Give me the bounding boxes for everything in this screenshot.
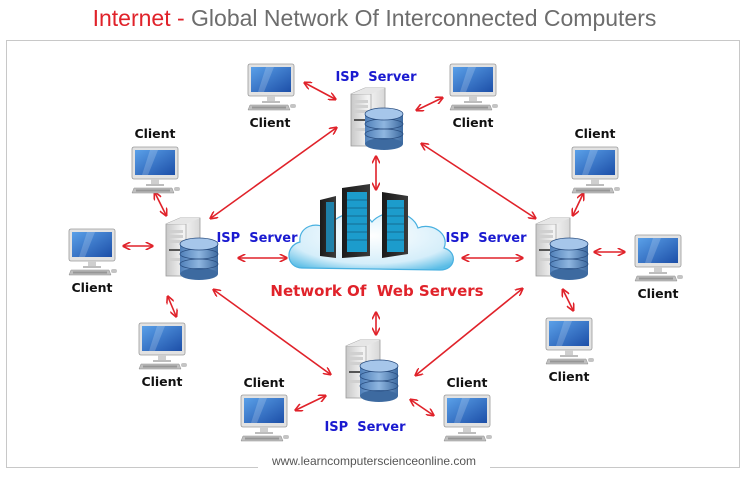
client-label: Client	[574, 126, 615, 141]
client-right-top-icon	[571, 146, 621, 194]
client-label: Client	[249, 115, 290, 130]
web-servers-cloud-icon	[288, 184, 454, 271]
arrow-left-isp-client-bottom	[168, 297, 176, 316]
arrow-right-isp-bottom-isp	[416, 289, 522, 375]
isp-label-bottom: ISP Server	[324, 420, 406, 435]
isp-server-top-icon	[350, 87, 404, 151]
client-left-left-icon	[68, 228, 118, 276]
isp-server-left-icon	[165, 217, 219, 281]
server-rack-icon	[320, 184, 408, 258]
arrow-right-isp-client-top	[573, 194, 583, 215]
arrow-top-isp-right-isp	[422, 144, 535, 218]
page-title: Internet - Global Network Of Interconnec…	[0, 5, 749, 32]
client-label: Client	[446, 375, 487, 390]
client-label: Client	[452, 115, 493, 130]
arrow-top-isp-client-right	[417, 98, 442, 110]
isp-server-right-icon	[535, 217, 589, 281]
arrow-left-isp-bottom-isp	[214, 290, 330, 374]
network-label: Network Of Web Servers	[270, 282, 483, 300]
client-left-bottom-icon	[138, 322, 188, 370]
arrow-top-isp-client-left	[305, 83, 335, 99]
website-url: www.learncomputerscienceonline.com	[258, 454, 490, 468]
arrow-bottom-isp-client-left	[296, 396, 325, 410]
client-top-left-icon	[247, 63, 297, 111]
isp-label-top: ISP Server	[335, 70, 417, 85]
client-label: Client	[134, 126, 175, 141]
connections	[124, 83, 624, 415]
client-top-right-icon	[449, 63, 499, 111]
client-right-bottom-icon	[545, 317, 595, 365]
isp-label-right: ISP Server	[445, 231, 527, 246]
client-label: Client	[243, 375, 284, 390]
arrow-top-isp-left-isp	[211, 128, 336, 218]
client-label: Client	[71, 280, 112, 295]
arrow-bottom-isp-client-right	[411, 400, 433, 415]
client-label: Client	[548, 369, 589, 384]
isp-label-left: ISP Server	[216, 231, 298, 246]
client-label: Client	[637, 286, 678, 301]
isp-server-bottom-icon	[345, 339, 399, 403]
client-label: Client	[141, 374, 182, 389]
arrow-right-isp-client-bottom	[563, 290, 573, 310]
client-bottom-right-icon	[443, 394, 493, 442]
client-bottom-left-icon	[240, 394, 290, 442]
title-accent: Internet -	[92, 5, 192, 31]
arrow-left-isp-client-top	[155, 193, 166, 215]
client-left-top-icon	[131, 146, 181, 194]
client-right-right-icon	[634, 234, 684, 282]
title-rest: Global Network Of Interconnected Compute…	[191, 5, 657, 31]
